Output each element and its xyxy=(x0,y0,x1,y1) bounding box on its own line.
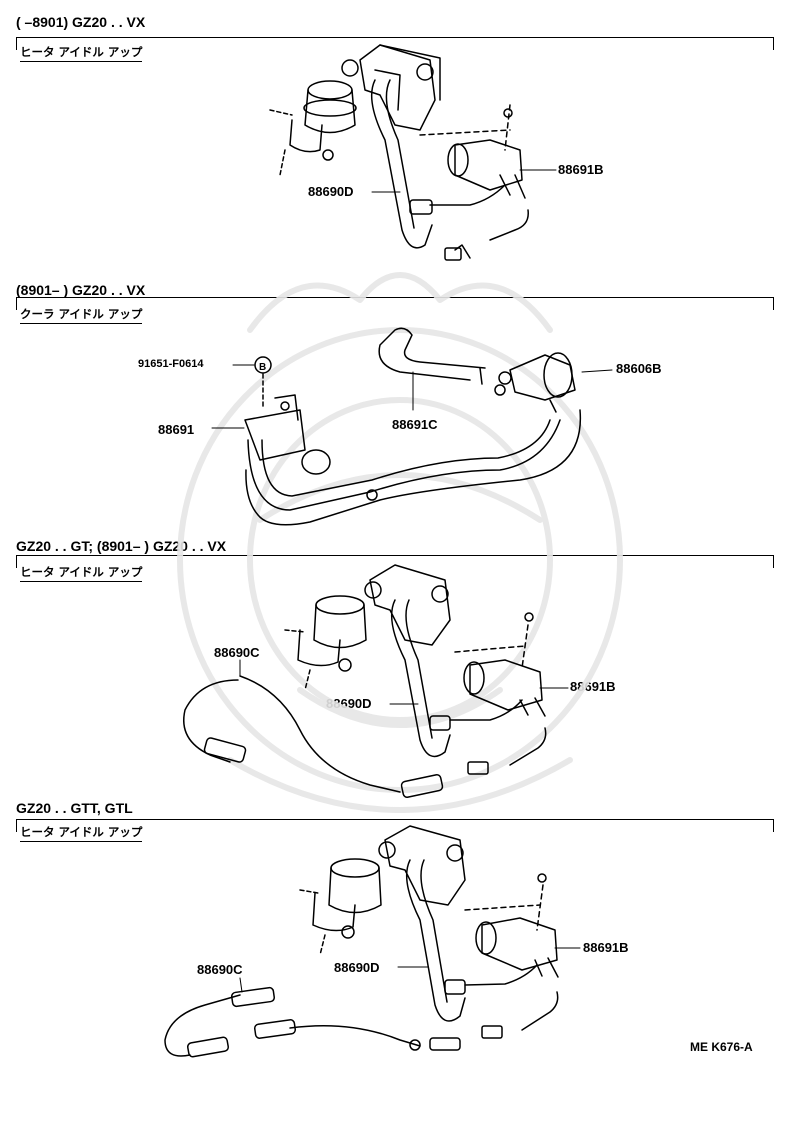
section-1-subtitle: ヒータ アイドル アップ xyxy=(20,44,143,62)
hose-88690d xyxy=(370,79,433,249)
diagram-code: ME K676-A xyxy=(690,1040,753,1054)
vsv-valve-88691b xyxy=(447,108,526,199)
hose-88690d xyxy=(405,859,466,1022)
section-3-diagram xyxy=(183,564,569,798)
section-3-subtitle: ヒータ アイドル アップ xyxy=(20,564,143,582)
bolt-marker-b: B xyxy=(232,356,272,409)
hose-88691c xyxy=(378,327,486,381)
part-label-91651-f0614[interactable]: 91651-F0614 xyxy=(138,358,204,370)
mounting-bracket xyxy=(341,44,441,131)
section-3-bracket xyxy=(16,555,774,568)
hose-88690d-inner xyxy=(385,79,415,229)
vsv-valve-88691b xyxy=(463,612,546,717)
mounting-bracket xyxy=(364,564,451,646)
section-3-header: GZ20 . . GT; (8901– ) GZ20 . . VX xyxy=(16,538,227,554)
idle-up-actuator xyxy=(269,80,357,176)
vsv-valve-88691 xyxy=(211,394,331,475)
hose-88690c xyxy=(183,679,239,763)
idle-up-actuator xyxy=(284,595,367,691)
small-hose xyxy=(489,209,529,241)
section-2-bracket xyxy=(16,297,774,310)
section-2-header: (8901– ) GZ20 . . VX xyxy=(16,282,146,298)
hose-88690d xyxy=(390,599,451,758)
watermark-emblem xyxy=(177,272,623,813)
section-1-bracket xyxy=(16,37,774,50)
part-label-88690d-s4[interactable]: 88690D xyxy=(334,960,380,975)
part-label-88606b[interactable]: 88606B xyxy=(616,361,662,376)
section-1-header: ( –8901) GZ20 . . VX xyxy=(16,14,146,30)
part-label-88691c[interactable]: 88691C xyxy=(392,417,438,432)
part-label-88690c-s4[interactable]: 88690C xyxy=(197,962,243,977)
part-label-88690c-s3[interactable]: 88690C xyxy=(214,645,260,660)
part-label-88691b-s1[interactable]: 88691B xyxy=(558,162,604,177)
section-4-subtitle: ヒータ アイドル アップ xyxy=(20,824,143,842)
section-4-diagram xyxy=(164,825,581,1058)
mounting-bracket xyxy=(378,825,466,906)
long-twin-hose xyxy=(247,419,561,511)
hose-88690c xyxy=(164,994,241,1057)
part-label-88690d-s1[interactable]: 88690D xyxy=(308,184,354,199)
section-2-diagram: B xyxy=(211,327,613,526)
part-label-88691b-s4[interactable]: 88691B xyxy=(583,940,629,955)
section-4-bracket xyxy=(16,819,774,832)
section-1-diagram xyxy=(269,44,557,261)
section-2-subtitle: クーラ アイドル アップ xyxy=(20,306,143,324)
idle-up-actuator xyxy=(299,858,382,956)
bolt-marker-letter: B xyxy=(259,362,266,373)
vsv-valve-88691b xyxy=(475,873,559,978)
idle-up-actuator-88606b xyxy=(494,352,613,413)
part-label-88691[interactable]: 88691 xyxy=(158,422,195,437)
section-4-header: GZ20 . . GTT, GTL xyxy=(16,800,133,816)
